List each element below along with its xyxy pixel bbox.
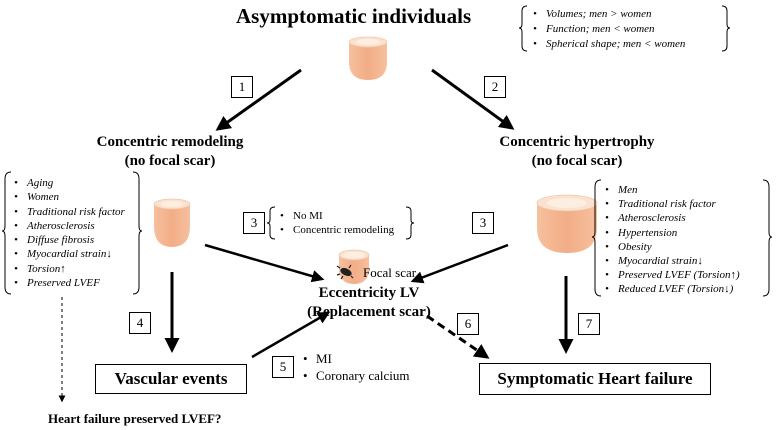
center-conditions: No MI Concentric remodeling [277,209,394,237]
hypertrophy-factor: Obesity [602,240,740,254]
vascular-cause: Coronary calcium [300,367,410,384]
step-7: 7 [578,313,600,335]
sex-note: Function; men < women [530,22,685,37]
eccentricity-line1: Eccentricity LV [318,285,420,301]
vascular-events-box: Vascular events [95,364,247,394]
center-condition: Concentric remodeling [277,223,394,237]
hypertrophy-title: Concentric hypertrophy (no focal scar) [492,133,662,171]
symptomatic-heart-failure-box: Symptomatic Heart failure [479,363,711,395]
remodeling-factors: Aging Women Traditional risk factor Athe… [11,176,125,291]
remodeling-title-line2: (no focal scar) [124,153,216,169]
remodeling-factor: Atherosclerosis [11,219,125,234]
hypertrophy-factor: Preserved LVEF (Torsion↑) [602,268,740,282]
focal-scar-icon [336,264,354,280]
heart-icon-asymptomatic [348,36,388,80]
sex-note: Spherical shape; men < women [530,37,685,52]
hypertrophy-factor: Hypertension [602,226,740,240]
remodeling-factor: Aging [11,176,125,191]
step-1: 1 [231,76,253,98]
brace-hypertrophy [591,179,773,297]
heart-icon-hypertrophy [536,194,598,253]
hypertrophy-title-line1: Concentric hypertrophy [499,134,655,150]
remodeling-factor: Diffuse fibrosis [11,233,125,248]
hypertrophy-factors: Men Traditional risk factor Atherosclero… [602,183,740,297]
remodeling-factor: Women [11,190,125,205]
diagram-title: Asymptomatic individuals [236,4,472,28]
hypertrophy-factor: Reduced LVEF (Torsion↓) [602,282,740,296]
hypertrophy-factor: Traditional risk factor [602,197,740,211]
sex-note: Volumes; men > women [530,7,685,22]
remodeling-factor: Torsion↑ [11,262,125,277]
center-condition: No MI [277,209,394,223]
remodeling-title: Concentric remodeling (no focal scar) [82,133,258,171]
step-6: 6 [457,313,479,335]
step-2: 2 [484,76,506,98]
vascular-cause: MI [300,350,410,367]
step-5: 5 [272,356,294,378]
brace-sex-notes [518,5,731,52]
vascular-causes: MI Coronary calcium [300,350,410,384]
remodeling-factor: Traditional risk factor [11,205,125,220]
remodeling-title-line1: Concentric remodeling [96,134,244,150]
eccentricity-label: Eccentricity LV (Replacement scar) [296,284,442,322]
hypertrophy-factor: Men [602,183,740,197]
step-4: 4 [129,312,151,334]
step-3-left: 3 [243,212,265,234]
brace-center [266,206,415,240]
focal-scar-label: Focal scar [363,265,417,280]
remodeling-factor: Preserved LVEF [11,276,125,291]
eccentricity-line2: (Replacement scar) [307,304,431,320]
heart-icon-remodeling [153,198,191,247]
step-3-right: 3 [472,212,494,234]
sex-notes-list: Volumes; men > women Function; men < wom… [530,7,685,52]
brace-remodeling [1,171,143,295]
remodeling-factor: Myocardial strain↓ [11,247,125,262]
hypertrophy-factor: Atherosclerosis [602,211,740,225]
hypertrophy-title-line2: (no focal scar) [531,153,623,169]
hfpef-question: Heart failure preserved LVEF? [48,411,222,426]
heart-icon-eccentric [338,249,370,284]
hypertrophy-factor: Myocardial strain↓ [602,254,740,268]
